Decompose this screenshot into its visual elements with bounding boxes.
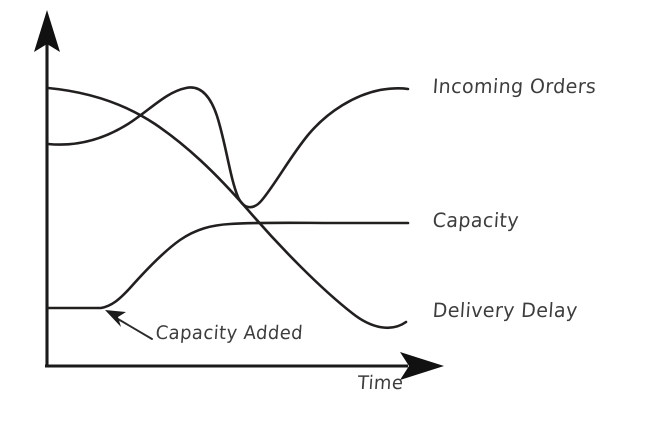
x-axis-arrowhead [400,352,444,380]
annotation-arrowhead [105,310,126,327]
capacity-added-annotation-arrow [105,310,153,340]
axes-group [34,10,444,380]
y-axis-arrowhead [34,10,60,52]
annotation-leader-line [117,318,153,340]
series-label-capacity: Capacity [431,209,520,233]
series-label-incoming-orders: Incoming Orders [431,75,598,99]
delivery-delay-curve [46,86,408,330]
x-axis-label: Time [356,372,405,395]
capacity-curve [46,221,410,310]
series-label-delivery-delay: Delivery Delay [431,299,579,323]
incoming-orders-curve [46,86,410,209]
annotation-label-capacity-added: Capacity Added [154,322,304,345]
